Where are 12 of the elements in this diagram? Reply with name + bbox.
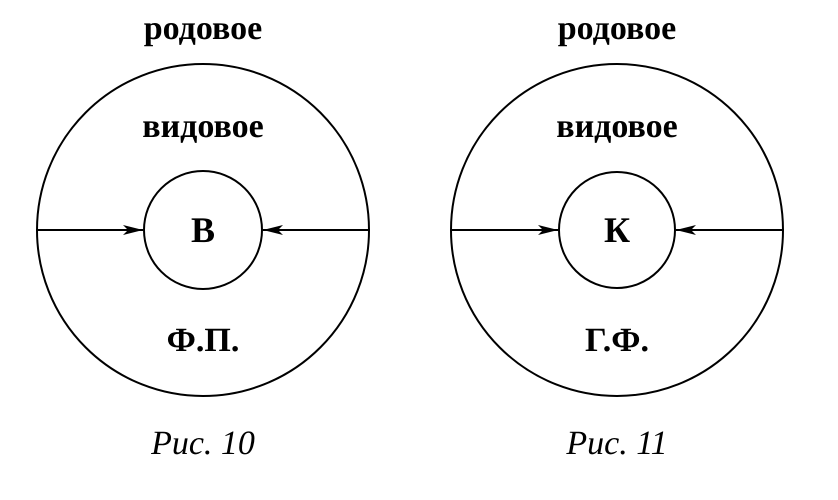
circle-label: видовое: [555, 107, 679, 147]
figure-caption: Рис. 11: [566, 424, 668, 464]
circle-label: родовое: [142, 9, 264, 49]
arrow: [263, 225, 370, 235]
circle-label: Г.Ф.: [584, 321, 650, 361]
circle-label: Ф.П.: [166, 321, 240, 361]
arrow: [36, 225, 143, 235]
figure-caption: Рис. 10: [151, 424, 255, 464]
circle-label: родовое: [556, 9, 678, 49]
arrow: [450, 225, 558, 235]
circle-label: видовое: [141, 107, 265, 147]
arrow: [676, 225, 784, 235]
